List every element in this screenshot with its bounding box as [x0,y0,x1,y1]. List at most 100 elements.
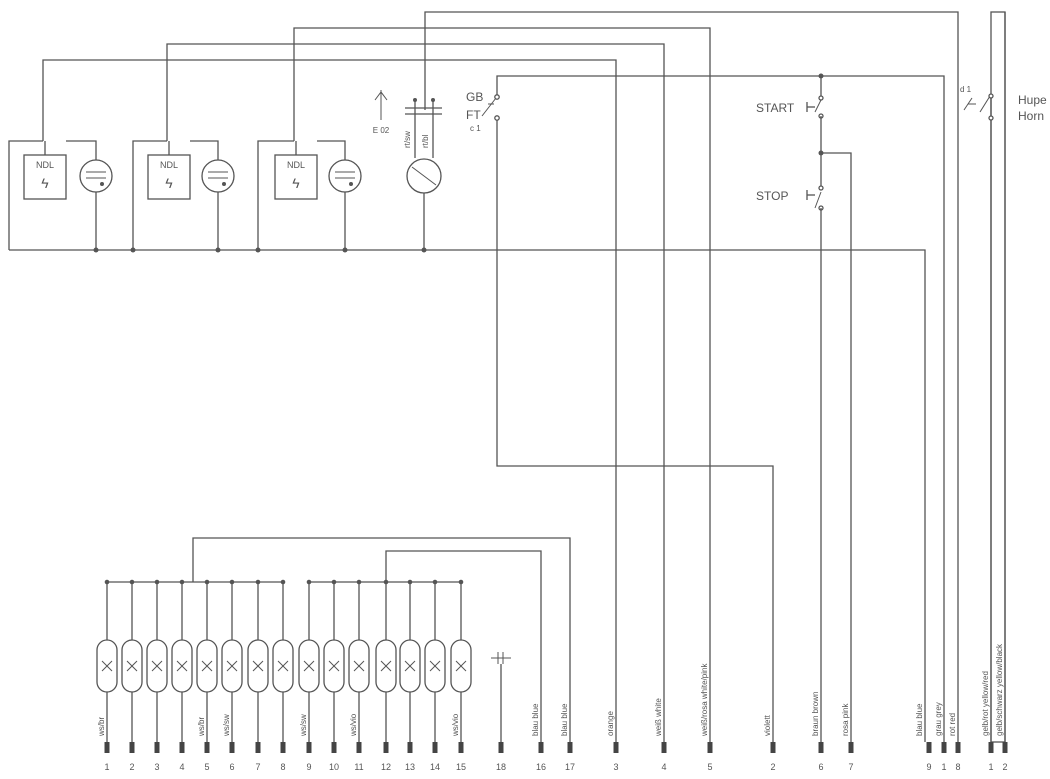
connector-pin: 8 [280,742,286,772]
lamp-wire-label: ws/sw [299,714,308,737]
pin-number: 10 [329,762,339,772]
lamp-wire-label: ws/sw [222,714,231,737]
connector-pin: 2 [770,742,776,772]
svg-text:blau blue: blau blue [915,703,924,736]
lamp-wire-label: ws/br [197,717,206,737]
lamp [121,579,143,742]
pin-number: 11 [354,762,363,772]
svg-text:weiß white: weiß white [654,698,663,737]
connector-pin: 10 [329,742,339,772]
lamp [323,579,345,742]
pin-number: 12 [381,762,391,772]
lamp [146,579,168,742]
lamp: ws/vio [348,579,370,742]
lamp [247,579,269,742]
pin-number: 5 [707,762,712,772]
connector-pin: 3 [613,742,619,772]
connector-pin: 4 [179,742,185,772]
pin-number: 9 [306,762,311,772]
connector-pin: 9 [306,742,312,772]
svg-text:grau grey: grau grey [934,702,943,736]
pin-number: 18 [496,762,506,772]
connector-pin: 11 [354,742,364,772]
connector-pin: 1 [104,742,110,772]
horn-label-de: Hupe [1018,93,1047,107]
lamp [171,579,193,742]
start-stop-switches: START STOP [756,73,852,742]
svg-text:gelb/schwarz yellow/black: gelb/schwarz yellow/black [995,643,1004,736]
pin-number: 9 [926,762,931,772]
pin-number: 8 [280,762,285,772]
connector-pin: 5 [204,742,210,772]
pin-number: 13 [405,762,415,772]
pin-number: 7 [255,762,260,772]
pin-number: 1 [988,762,993,772]
svg-text:gelb/rot yellow/red: gelb/rot yellow/red [981,671,990,736]
pin-number: 6 [229,762,234,772]
motor-relay: E 02 rt/sw rt/bl [373,90,442,253]
svg-text:ϟ: ϟ [41,175,49,191]
svg-text:blau blue: blau blue [560,703,569,736]
pin-number: 16 [536,762,546,772]
stop-label: STOP [756,189,788,203]
lamps: ws/br ws/br ws/sw ws/sw ws/vio ws/vio [96,579,472,742]
pin-number: 6 [818,762,823,772]
gb-relay: GB FT c 1 [466,90,500,133]
lamp-wire-label: ws/vio [451,713,460,737]
ndl-module-3: NDL ϟ [255,140,362,253]
pin-number: 1 [941,762,946,772]
svg-text:ϟ: ϟ [292,175,300,191]
connector-pin: 6 [818,742,824,772]
ndl-label: NDL [160,160,178,170]
lamp-wire-label: ws/br [97,717,106,737]
svg-text:GB: GB [466,90,483,104]
connector-pin: 5 [707,742,713,772]
lamp [399,579,421,742]
ndl-module-2: NDL ϟ [130,140,235,253]
svg-text:rt/bl: rt/bl [421,134,430,148]
pin-number: 4 [179,762,184,772]
connector-pin: 12 [381,742,391,772]
connector-pin: 15 [456,742,466,772]
pin-number: 14 [430,762,440,772]
lamp [424,579,446,742]
lamp: ws/sw [221,579,243,742]
ground-symbol [491,652,511,742]
connector-pin: 7 [255,742,261,772]
pin-number: 15 [456,762,466,772]
pin-number: 3 [154,762,159,772]
svg-text:blau blue: blau blue [531,703,540,736]
horn-switch: d 1 Hupe Horn [960,85,1047,123]
lamp [375,579,397,742]
connector-pin: 13 [405,742,415,772]
ndl-label: NDL [36,160,54,170]
pin-number: 4 [661,762,666,772]
lamp-wire-label: ws/vio [349,713,358,737]
svg-text:ϟ: ϟ [165,175,173,191]
pin-number: 2 [1002,762,1007,772]
lamp: ws/br [196,579,218,742]
svg-text:c 1: c 1 [470,124,481,133]
connector-pin: 3 [154,742,160,772]
connector-pin: 7 [848,742,854,772]
wire-labels: blau blue blau blue orange weiß white we… [531,643,1004,737]
pin-number: 1 [104,762,109,772]
ndl-module-1: NDL ϟ [8,140,926,742]
svg-text:E 02: E 02 [373,126,390,135]
start-label: START [756,101,795,115]
connector-pin: 9 [926,742,932,772]
lamp: ws/sw [298,579,320,742]
ndl-label: NDL [287,160,305,170]
pin-number: 8 [955,762,960,772]
connector-pin: 18 [496,742,506,772]
pin-number: 17 [565,762,575,772]
svg-text:rosa pink: rosa pink [841,703,850,736]
connector-pin: 14 [430,742,440,772]
pin-number: 2 [770,762,775,772]
horn-label-en: Horn [1018,109,1044,123]
connector-pin: 2 [129,742,135,772]
connector-pin: 1 [988,742,994,772]
svg-text:d 1: d 1 [960,85,972,94]
connector-pin: 6 [229,742,235,772]
